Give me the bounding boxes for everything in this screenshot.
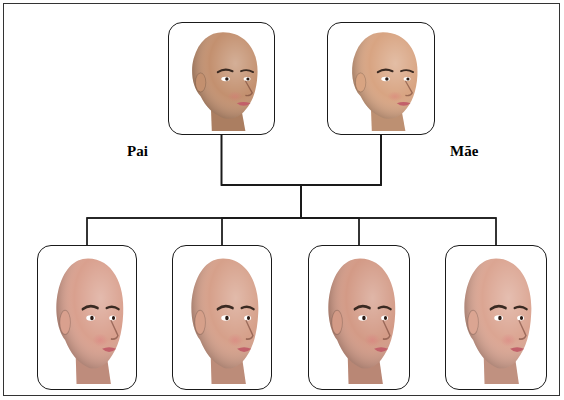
family-connector [301, 135, 496, 245]
family-connector [222, 135, 302, 245]
father-face [192, 32, 257, 131]
family-connector [87, 135, 381, 245]
outer-frame [4, 4, 560, 396]
child-face [464, 259, 531, 384]
child-face [328, 259, 395, 384]
parent-box: Pai [168, 22, 275, 135]
person-label: Pai [127, 143, 148, 160]
child-box [308, 245, 410, 390]
person-label: Mãe [450, 143, 478, 160]
child-box [172, 245, 272, 390]
child-face [56, 259, 123, 384]
child-box [37, 245, 137, 390]
family-connector [301, 135, 381, 245]
family-connector [222, 135, 497, 245]
child-box [445, 245, 547, 390]
parent-box: Mãe [327, 22, 435, 135]
mother-face [352, 32, 417, 131]
family-connector [87, 135, 301, 245]
child-face [191, 259, 258, 384]
family-connector [222, 135, 360, 245]
